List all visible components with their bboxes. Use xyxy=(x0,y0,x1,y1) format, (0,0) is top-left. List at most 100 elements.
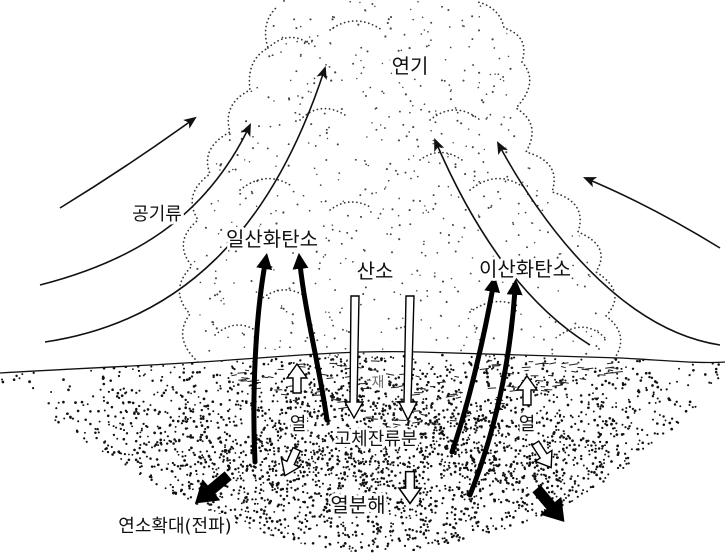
stipple-dot xyxy=(456,448,459,451)
stipple-dot xyxy=(442,409,444,411)
stipple-dot xyxy=(294,437,296,439)
smoke-dot xyxy=(260,224,261,225)
stipple-dot xyxy=(520,462,522,464)
stipple-dot xyxy=(298,537,300,539)
stipple-dot xyxy=(227,377,229,379)
stipple-dot xyxy=(271,420,274,423)
stipple-dot xyxy=(259,522,261,524)
stipple-dot xyxy=(246,468,249,471)
stipple-dot xyxy=(588,453,590,455)
smoke-dot xyxy=(239,193,241,195)
stipple-dot xyxy=(501,525,503,527)
stipple-dot xyxy=(209,441,212,444)
stipple-dot xyxy=(299,359,301,361)
stipple-dot xyxy=(361,399,363,401)
stipple-dot xyxy=(388,503,390,505)
stipple-dot xyxy=(260,406,263,409)
smoke-dot xyxy=(447,9,449,11)
stipple-dot xyxy=(293,362,295,364)
stipple-dot xyxy=(382,468,384,470)
smoke-dot xyxy=(468,318,469,319)
stipple-dot xyxy=(297,478,300,481)
stipple-dot xyxy=(692,406,694,408)
stipple-dot xyxy=(450,364,452,366)
smoke-dot xyxy=(586,262,588,264)
stipple-dot xyxy=(538,421,541,424)
stipple-dot xyxy=(107,451,109,453)
stipple-dot xyxy=(386,481,389,484)
stipple-dot xyxy=(432,451,434,453)
stipple-dot xyxy=(595,367,597,369)
stipple-dot xyxy=(230,509,232,511)
stipple-dot xyxy=(599,477,602,480)
stipple-dot xyxy=(92,395,94,397)
smoke-dot xyxy=(552,353,554,355)
stipple-dot xyxy=(192,408,194,410)
smoke-dot xyxy=(512,283,514,285)
stipple-dot xyxy=(475,421,478,424)
stipple-dot xyxy=(540,410,542,412)
stipple-dot xyxy=(237,477,239,479)
stipple-dot xyxy=(688,404,690,406)
stipple-dot xyxy=(196,473,198,475)
stipple-dot xyxy=(190,496,192,498)
stipple-dot xyxy=(655,381,657,383)
stipple-dot xyxy=(225,439,227,441)
stipple-dot xyxy=(412,537,415,540)
stipple-dot xyxy=(302,491,304,493)
stipple-dot xyxy=(490,517,492,519)
ash-dash xyxy=(607,363,613,364)
stipple-dot xyxy=(427,381,430,384)
smoke-dot xyxy=(424,29,426,31)
stipple-dot xyxy=(198,396,200,398)
smoke-dot xyxy=(574,323,576,325)
smoke-dot xyxy=(237,154,239,156)
smoke-dot xyxy=(505,94,507,96)
smoke-dot xyxy=(226,259,228,261)
stipple-dot xyxy=(151,446,153,448)
stipple-dot xyxy=(268,409,270,411)
stipple-dot xyxy=(577,484,579,486)
stipple-dot xyxy=(558,429,560,431)
stipple-dot xyxy=(543,440,545,442)
stipple-dot xyxy=(365,460,368,463)
stipple-dot xyxy=(489,494,491,496)
stipple-dot xyxy=(271,359,273,361)
stipple-dot xyxy=(445,366,447,368)
stipple-dot xyxy=(493,500,496,503)
smoke-dot xyxy=(412,19,414,21)
stipple-dot xyxy=(119,371,121,373)
stipple-dot xyxy=(280,495,282,497)
stipple-dot xyxy=(342,532,344,534)
stipple-dot xyxy=(190,410,193,413)
stipple-dot xyxy=(656,386,659,389)
smoke-dot xyxy=(457,112,459,114)
stipple-dot xyxy=(246,465,248,467)
stipple-dot xyxy=(234,508,236,510)
stipple-dot xyxy=(331,466,334,469)
stipple-dot xyxy=(324,546,326,548)
stipple-dot xyxy=(497,423,500,426)
smoke-dot xyxy=(295,27,297,29)
stipple-dot xyxy=(599,465,602,468)
stipple-dot xyxy=(554,441,556,443)
stipple-dot xyxy=(439,397,441,399)
stipple-dot xyxy=(363,451,365,453)
stipple-dot xyxy=(258,446,260,448)
stipple-dot xyxy=(141,429,143,431)
stipple-dot xyxy=(417,545,419,547)
stipple-dot xyxy=(448,489,451,492)
stipple-dot xyxy=(219,387,221,389)
stipple-dot xyxy=(419,492,422,495)
stipple-dot xyxy=(193,385,196,388)
smoke-dot xyxy=(531,222,533,224)
stipple-dot xyxy=(478,415,480,417)
stipple-dot xyxy=(269,440,272,443)
stipple-dot xyxy=(277,400,279,402)
stipple-dot xyxy=(90,370,92,372)
stipple-dot xyxy=(442,497,445,500)
stipple-dot xyxy=(427,526,429,528)
stipple-dot xyxy=(102,450,104,452)
stipple-dot xyxy=(229,435,231,437)
smoke-dot xyxy=(402,124,404,126)
